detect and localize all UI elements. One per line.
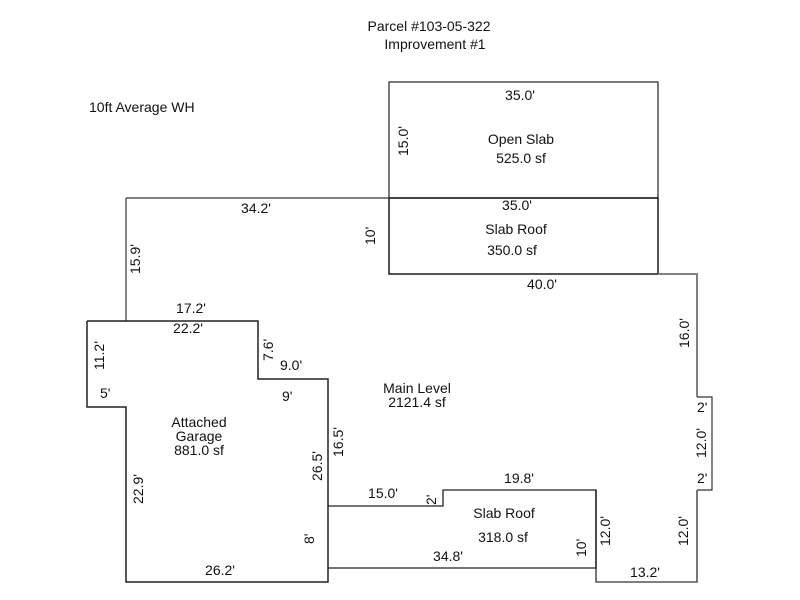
dim-main-left: 15.9' bbox=[127, 244, 143, 274]
dim-garage-lower-right: 8' bbox=[301, 533, 317, 544]
dim-garage-left-lower: 22.9' bbox=[130, 474, 146, 504]
dim-main-inner-right: 12.0' bbox=[597, 516, 613, 546]
dim-garage-top: 22.2' bbox=[173, 320, 203, 336]
dim-bump-side: 12.0' bbox=[693, 428, 709, 458]
dim-garage-step: 5' bbox=[100, 385, 111, 401]
area-value-garage: 881.0 sf bbox=[174, 442, 224, 458]
dim-open-slab-left: 15.0' bbox=[395, 126, 411, 156]
area-label-slab-roof-bottom: Slab Roof bbox=[473, 505, 535, 521]
wall-height-note: 10ft Average WH bbox=[89, 99, 195, 115]
dim-main-right-top: 40.0' bbox=[527, 276, 557, 292]
dim-garage-bottom: 26.2' bbox=[205, 562, 235, 578]
dim-main-bottom: 13.2' bbox=[630, 564, 660, 580]
dim-main-right-lower: 12.0' bbox=[675, 516, 691, 546]
dim-bump-top: 2' bbox=[697, 399, 708, 415]
dim-garage-right: 26.5' bbox=[309, 451, 325, 481]
dim-main-lower-left: 15.0' bbox=[368, 485, 398, 501]
bump-out bbox=[697, 396, 713, 491]
slab-roof-bottom-outline bbox=[328, 489, 597, 569]
dim-slab-roof-top-left: 10' bbox=[362, 226, 378, 245]
dim-main-right-upper: 16.0' bbox=[676, 318, 692, 348]
dim-slab-roof-bottom-right: 10' bbox=[573, 538, 589, 557]
main-right-wall bbox=[658, 273, 698, 397]
improvement-title: Improvement #1 bbox=[384, 36, 486, 52]
area-label-main-level: Main Level bbox=[383, 380, 451, 396]
slab-roof-top-outline bbox=[388, 197, 659, 275]
dim-main-inner-left: 16.5' bbox=[330, 427, 346, 457]
dim-slab-roof-top-top: 35.0' bbox=[502, 197, 532, 213]
garage-outline bbox=[86, 320, 329, 583]
dim-garage-notch-h: 9.0' bbox=[280, 357, 303, 373]
dim-main-step-top: 17.2' bbox=[176, 300, 206, 316]
area-label-garage-line2: Garage bbox=[175, 428, 223, 444]
area-value-slab-roof-bottom: 318.0 sf bbox=[478, 529, 528, 545]
dim-bump-bottom: 2' bbox=[697, 470, 708, 486]
area-label-slab-roof-top: Slab Roof bbox=[485, 221, 547, 237]
dim-slab-roof-bottom-bottom: 34.8' bbox=[433, 548, 463, 564]
area-value-slab-roof-top: 350.0 sf bbox=[487, 242, 537, 258]
area-value-main-level: 2121.4 sf bbox=[388, 394, 446, 410]
area-label-garage-line1: Attached bbox=[171, 414, 227, 430]
dim-garage-notch-h-inner: 9' bbox=[282, 388, 293, 404]
dim-garage-notch-v: 7.6' bbox=[260, 338, 276, 361]
dim-open-slab-top: 35.0' bbox=[505, 87, 535, 103]
parcel-number: Parcel #103-05-322 bbox=[367, 18, 491, 34]
area-value-open-slab: 525.0 sf bbox=[496, 150, 546, 166]
area-label-open-slab: Open Slab bbox=[487, 131, 555, 147]
dim-main-top: 34.2' bbox=[241, 200, 271, 216]
dim-main-lower-step: 2' bbox=[423, 494, 439, 505]
dim-slab-roof-bottom-top: 19.8' bbox=[504, 470, 534, 486]
dim-garage-left-upper: 11.2' bbox=[91, 341, 107, 370]
